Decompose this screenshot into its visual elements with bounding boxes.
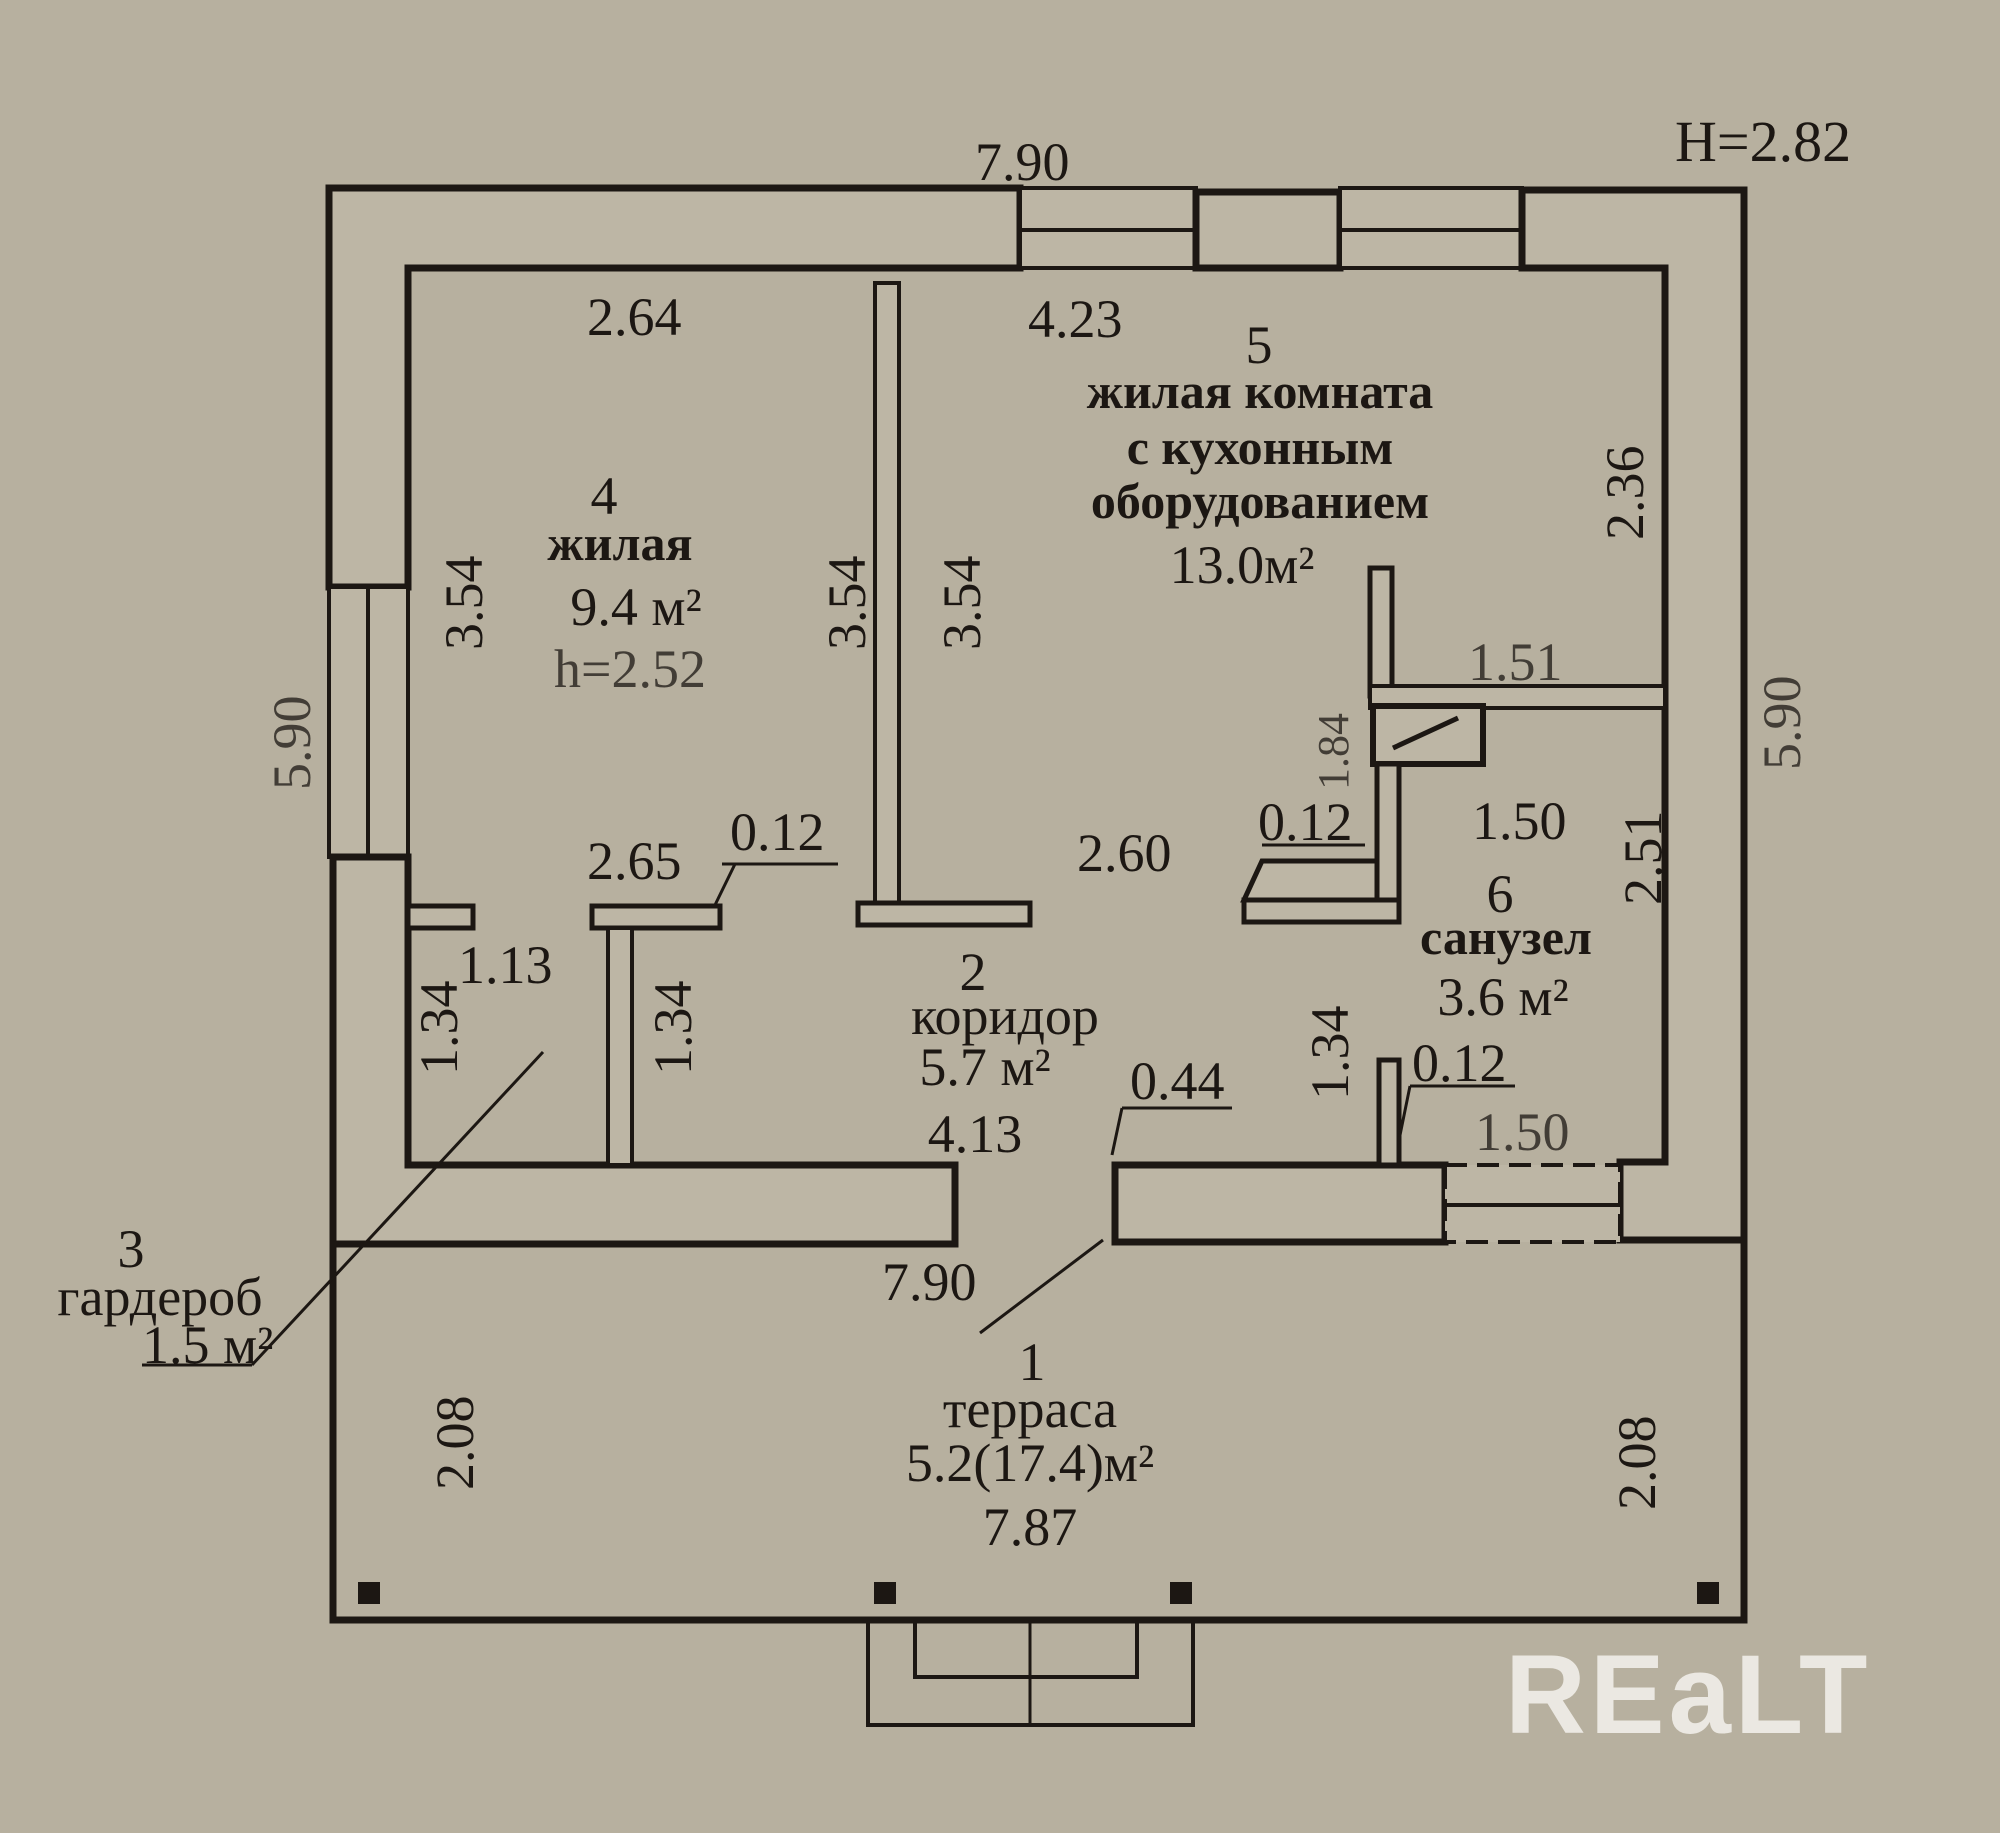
outer-left-depth: 5.90 <box>262 695 322 791</box>
room-5-depth-left: 3.54 <box>932 555 992 651</box>
room-6-area: 3.6 м² <box>1437 967 1569 1027</box>
kitchen-counter <box>1240 858 1380 903</box>
room-2-width: 4.13 <box>927 1104 1023 1164</box>
room-6-name: санузел <box>1420 909 1592 965</box>
room-3-depth-right: 1.34 <box>643 980 703 1076</box>
room-3-name: гардероб <box>57 1267 263 1327</box>
room-2-area: 5.7 м² <box>919 1037 1051 1097</box>
room-1-depth-right: 2.08 <box>1607 1415 1667 1511</box>
partition-bath-upper <box>1367 565 1395 699</box>
partition-wardrobe <box>606 926 634 1167</box>
partition-4-5-foot <box>855 900 1033 928</box>
exterior-wall-right <box>1518 186 1748 1244</box>
room-6-number: 6 <box>1486 864 1514 924</box>
leader-entry <box>1110 1106 1232 1156</box>
room-5-area: 13.0м² <box>1169 535 1315 595</box>
room-4-number: 4 <box>590 466 618 526</box>
room-3-width: 1.13 <box>458 935 553 995</box>
room-5-name-line-2: с кухонным <box>1126 419 1394 475</box>
exterior-wall-pier <box>1192 188 1344 272</box>
room-3-area: 1.5 м² <box>142 1315 274 1375</box>
room-3-depth-left: 1.34 <box>409 980 469 1076</box>
room-4-depth-right: 3.54 <box>817 555 877 651</box>
room-5-name-line-3: оборудованием <box>1090 473 1430 529</box>
partition-bath-foot <box>1241 897 1402 925</box>
ceiling-height-label: H=2.82 <box>1675 109 1852 174</box>
room-1-number: 1 <box>1018 1332 1046 1392</box>
room-5-depth-right: 2.36 <box>1595 445 1655 541</box>
room-5-number: 5 <box>1245 315 1273 375</box>
outer-top-width: 7.90 <box>975 132 1070 192</box>
partition-thickness-corridor: 0.12 <box>730 802 825 862</box>
partition-stub-left <box>405 903 476 931</box>
room-2-top-width: 2.60 <box>1077 823 1172 883</box>
terrace-column-2 <box>874 1582 896 1604</box>
room-4-name: жилая <box>547 515 693 571</box>
room-1-depth-left: 2.08 <box>425 1395 485 1491</box>
room-1-area: 5.2(17.4)м² <box>905 1433 1155 1493</box>
room-2-depth: 1.34 <box>1300 1005 1360 1101</box>
leader-terrace <box>979 1238 1104 1335</box>
room-4-ceiling: h=2.52 <box>554 639 706 699</box>
chimney-flue <box>1391 715 1460 751</box>
partition-bath-top <box>1368 684 1667 710</box>
room-3-number: 3 <box>117 1219 145 1279</box>
chimney <box>1370 703 1486 767</box>
leader-thickness-1 <box>713 862 738 906</box>
room-5-name-line-1: жилая комната <box>1086 363 1434 419</box>
terrace-column-1 <box>358 1582 380 1604</box>
room-4-depth-left: 3.54 <box>434 555 494 651</box>
room-2-name: коридор <box>911 986 1099 1046</box>
outer-bottom-width: 7.90 <box>882 1252 977 1312</box>
terrace-column-3 <box>1170 1582 1192 1604</box>
exterior-wall-front-right <box>1111 1161 1449 1246</box>
room-5-width-top: 4.23 <box>1028 289 1123 349</box>
room-1-width: 7.87 <box>982 1497 1078 1557</box>
leader-thickness-3 <box>1396 1084 1515 1146</box>
room-1-name: терраса <box>942 1379 1118 1439</box>
partition-4-5 <box>873 281 901 905</box>
entry-offset: 0.44 <box>1130 1051 1225 1111</box>
partition-thickness-kitchen: 0.12 <box>1258 792 1353 852</box>
room-6-width-bottom: 1.50 <box>1475 1102 1570 1162</box>
partition-stub-mid <box>589 903 723 931</box>
room-4-width-top: 2.64 <box>587 287 682 347</box>
leader-wardrobe <box>250 1050 545 1367</box>
partition-bath-low <box>1376 1057 1402 1168</box>
room-6-width-top: 1.50 <box>1472 791 1567 851</box>
room-5-niche-width: 1.51 <box>1468 632 1563 692</box>
partition-thickness-bath: 0.12 <box>1412 1033 1507 1093</box>
room-2-number: 2 <box>959 942 987 1002</box>
room-6-depth: 2.51 <box>1613 810 1673 906</box>
terrace-column-4 <box>1697 1582 1719 1604</box>
outer-right-depth: 5.90 <box>1752 675 1812 771</box>
realt-watermark-logo: RЕaLT <box>1505 1632 1872 1757</box>
room-4-width-bottom: 2.65 <box>587 831 682 891</box>
terrace-steps-inner <box>913 1618 1139 1679</box>
room-4-area: 9.4 м² <box>570 577 702 637</box>
room-5-niche-depth: 1.84 <box>1309 713 1358 790</box>
